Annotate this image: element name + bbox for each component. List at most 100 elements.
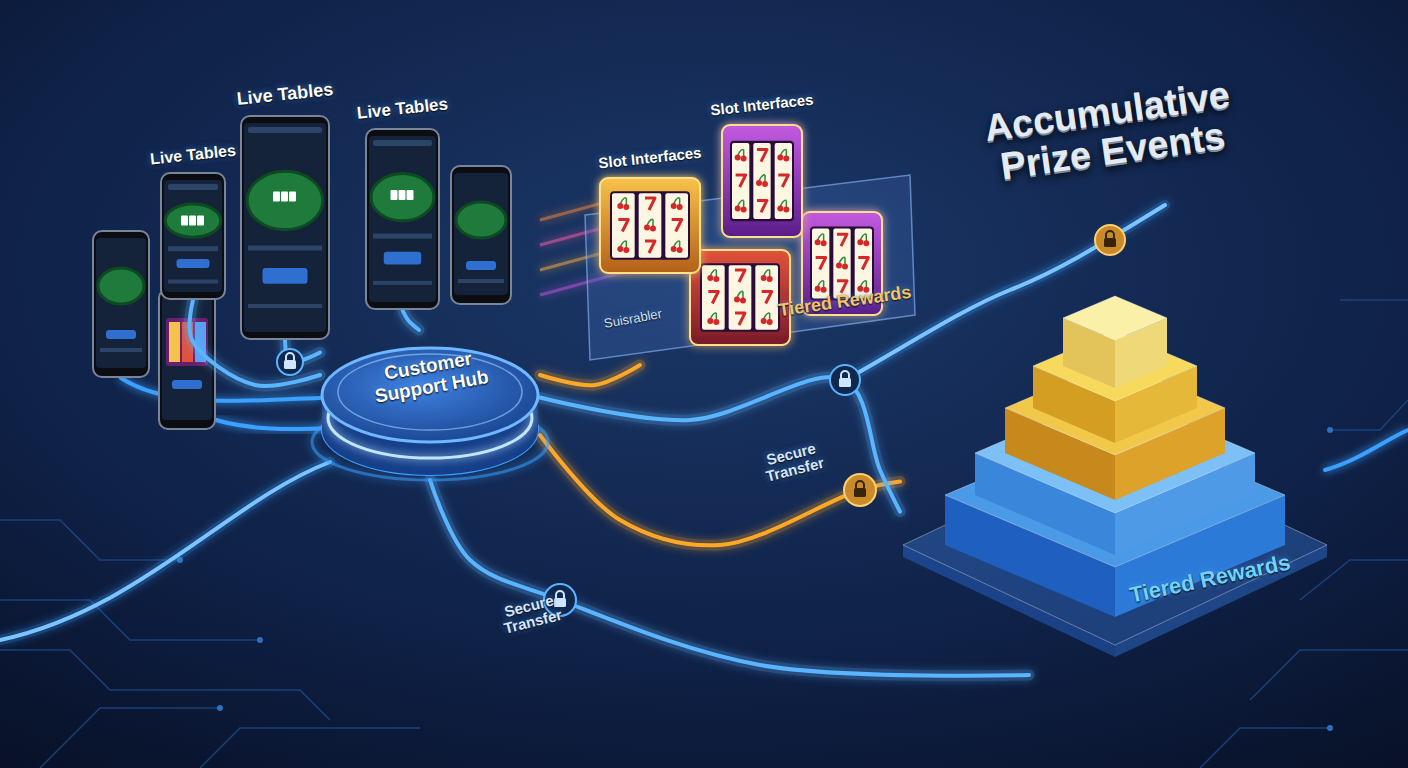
cherry-symbol bbox=[713, 319, 719, 325]
cherry-symbol bbox=[783, 156, 789, 162]
circuit-pad bbox=[257, 637, 263, 643]
connector-line bbox=[540, 377, 900, 512]
phone-node: Live Tables bbox=[160, 172, 226, 300]
cherry-symbol bbox=[756, 180, 762, 186]
node-label: Slot Interfaces bbox=[584, 143, 715, 173]
lock-body bbox=[854, 488, 866, 497]
lock-icon bbox=[830, 365, 860, 395]
slot-window bbox=[700, 263, 780, 331]
lock-body bbox=[839, 378, 851, 387]
edge-label: Secure Transfer bbox=[746, 436, 841, 488]
slots-node: SuisrablerTiered RewardsSlot InterfacesS… bbox=[570, 120, 920, 365]
cherry-symbol bbox=[767, 319, 773, 325]
menu-bar bbox=[168, 280, 218, 284]
stream-line bbox=[216, 420, 330, 429]
bet-button bbox=[466, 261, 496, 270]
phone-body bbox=[451, 166, 511, 304]
cherry-symbol bbox=[761, 318, 767, 324]
playing-card bbox=[399, 190, 406, 200]
cherry-symbol bbox=[677, 247, 683, 253]
seven-symbol bbox=[736, 175, 746, 187]
seven-symbol bbox=[735, 270, 745, 282]
lock-body bbox=[1104, 238, 1116, 247]
slot-reel bbox=[169, 322, 180, 362]
lock-body bbox=[284, 360, 296, 369]
slot-node: Slot Interfaces bbox=[722, 125, 802, 237]
phone-shape bbox=[160, 172, 226, 300]
connector-line bbox=[540, 435, 900, 545]
cherry-symbol bbox=[821, 240, 827, 246]
cherry-symbol bbox=[623, 247, 629, 253]
lock-icon bbox=[1095, 225, 1125, 255]
lock-icon bbox=[844, 474, 876, 506]
node-label: Slot Interfaces bbox=[701, 91, 822, 120]
circuit-trace bbox=[1250, 650, 1408, 700]
lock-badge bbox=[844, 474, 876, 506]
slot-frame bbox=[600, 178, 700, 273]
circuit-pad bbox=[217, 705, 223, 711]
lock-badge bbox=[830, 365, 860, 395]
lock-icon bbox=[277, 349, 303, 375]
phone-screen bbox=[96, 238, 146, 368]
connector-line bbox=[430, 480, 1029, 676]
connector-line bbox=[403, 310, 420, 330]
phone-body bbox=[241, 116, 329, 339]
bet-button bbox=[106, 330, 136, 339]
circuit-trace bbox=[1330, 400, 1408, 430]
status-bar bbox=[168, 184, 218, 190]
playing-card bbox=[391, 190, 398, 200]
circuit-pad bbox=[1327, 427, 1333, 433]
cherry-symbol bbox=[777, 155, 783, 161]
cherry-symbol bbox=[671, 203, 677, 209]
connector bbox=[540, 365, 640, 385]
connector-line bbox=[540, 365, 640, 385]
cherry-symbol bbox=[644, 225, 650, 231]
poker-table bbox=[371, 174, 434, 221]
slot-reel bbox=[775, 143, 792, 219]
cherry-symbol bbox=[741, 206, 747, 212]
slot-reel bbox=[812, 228, 829, 298]
lock-shackle bbox=[556, 591, 564, 598]
slot-node: Slot Interfaces bbox=[600, 178, 700, 273]
poker-table bbox=[456, 202, 506, 238]
cherry-symbol bbox=[707, 318, 713, 324]
circuit-trace bbox=[1200, 728, 1330, 768]
menu-bar bbox=[168, 246, 218, 251]
poker-table bbox=[247, 171, 323, 230]
lock-shackle bbox=[856, 481, 864, 488]
connector bbox=[403, 310, 420, 330]
circuit-pad bbox=[1327, 725, 1333, 731]
slot-reel bbox=[833, 228, 850, 298]
connector-glow bbox=[540, 377, 900, 512]
cherry-symbol bbox=[767, 276, 773, 282]
menu-bar bbox=[248, 246, 322, 251]
connector-glow bbox=[540, 435, 900, 545]
seven-symbol bbox=[778, 175, 788, 187]
lock-badge bbox=[1095, 225, 1125, 255]
seven-symbol bbox=[672, 220, 682, 232]
cherry-symbol bbox=[677, 204, 683, 210]
cherry-symbol bbox=[740, 298, 746, 304]
slot-reel bbox=[755, 265, 778, 330]
cherry-symbol bbox=[671, 246, 677, 252]
phone-shape bbox=[365, 128, 440, 310]
cherry-symbol bbox=[735, 155, 741, 161]
lock-badge bbox=[277, 349, 303, 375]
circuit-trace bbox=[0, 650, 330, 720]
connector bbox=[540, 377, 900, 512]
cherry-symbol bbox=[863, 240, 869, 246]
menu-bar bbox=[248, 304, 322, 308]
playing-card bbox=[181, 216, 188, 226]
cherry-symbol bbox=[783, 206, 789, 212]
cherry-symbol bbox=[777, 205, 783, 211]
bet-button bbox=[384, 252, 422, 265]
seven-symbol bbox=[645, 241, 655, 253]
menu-bar bbox=[373, 281, 432, 285]
seven-symbol bbox=[816, 258, 826, 270]
slot-shape bbox=[600, 178, 700, 273]
phone-screen bbox=[369, 136, 436, 302]
slot-window bbox=[610, 191, 690, 259]
phone-decor bbox=[93, 231, 149, 377]
